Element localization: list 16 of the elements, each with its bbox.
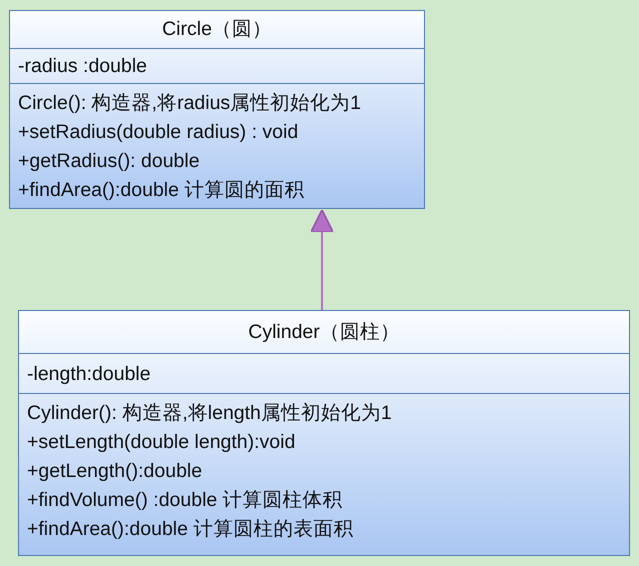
method-text: +getLength():double (27, 459, 204, 484)
method-text: Cylinder(): 构造器,将length属性初始化为1 (27, 401, 393, 426)
class-name: Cylinder（圆柱） (247, 320, 401, 344)
class-box (9, 10, 425, 209)
method-text: +setLength(double length):void (27, 430, 296, 455)
method-text: +findArea():double 计算圆柱的表面积 (27, 517, 354, 542)
attribute-text: -radius :double (18, 54, 148, 79)
method-text: Circle(): 构造器,将radius属性初始化为1 (18, 91, 362, 116)
class-box (18, 310, 630, 556)
inheritance-arrow (310, 209, 334, 310)
method-text: +getRadius(): double (18, 149, 201, 174)
method-text: +findVolume() :double 计算圆柱体积 (27, 488, 344, 513)
method-text: +setRadius(double radius) : void (18, 120, 300, 145)
attribute-text: -length:double (27, 362, 152, 386)
class-name: Circle（圆） (161, 17, 273, 42)
method-text: +findArea():double 计算圆的面积 (18, 178, 306, 203)
